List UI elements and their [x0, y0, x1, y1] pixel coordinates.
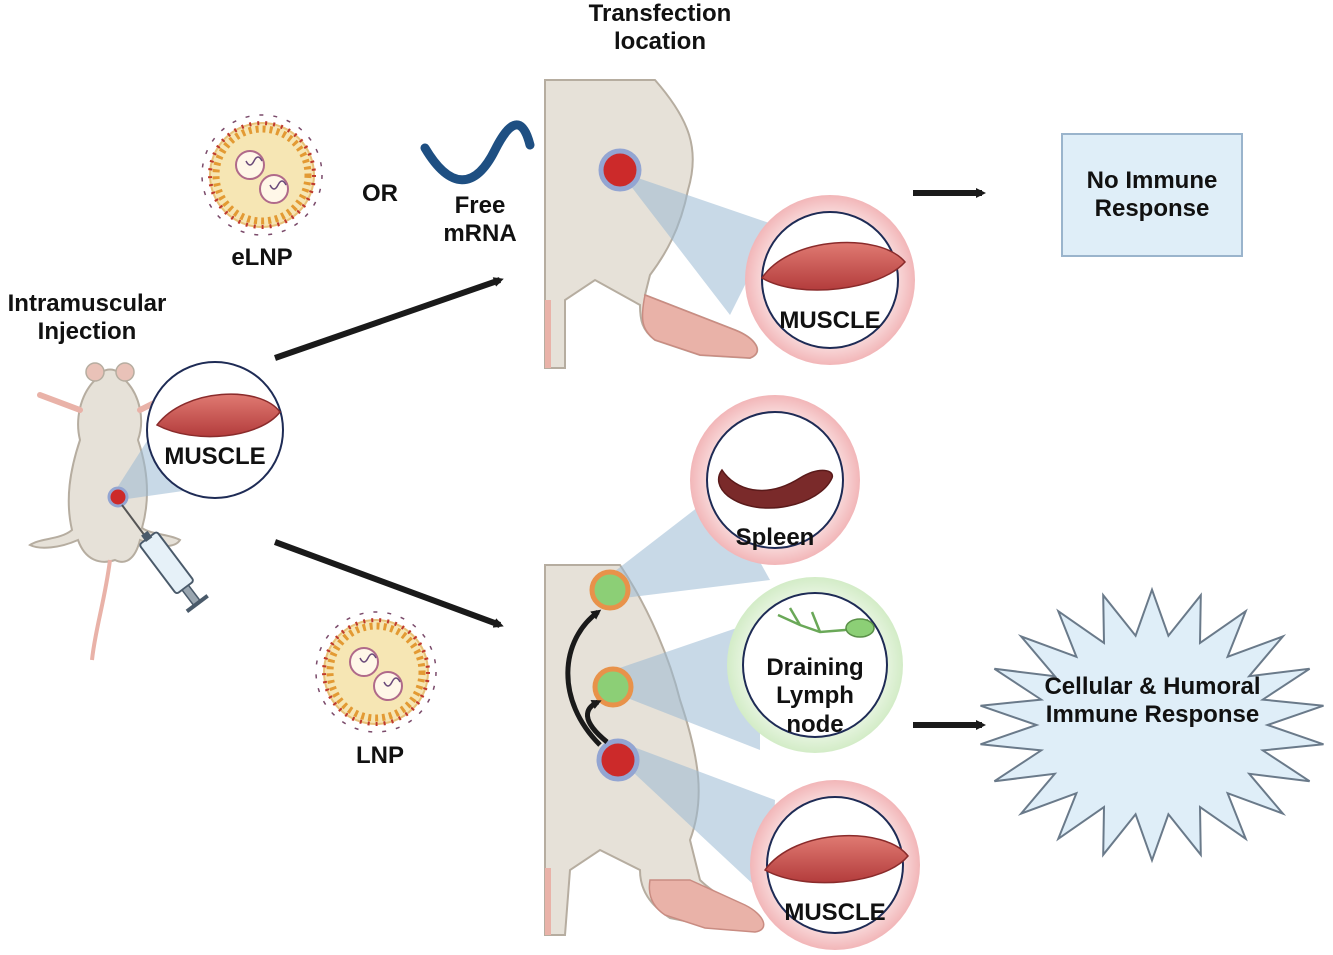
arrow-to-top: [274, 277, 504, 361]
spleen-site: [589, 569, 631, 611]
cellular-humoral-label: Cellular & Humoral Immune Response: [1044, 673, 1261, 729]
injection-site-bottom: [596, 738, 640, 782]
mrna-wave-icon: [420, 120, 535, 185]
no-immune-response-label: No Immune Response: [1086, 166, 1218, 222]
injection-site-left: [107, 486, 129, 508]
muscle-label-left: MUSCLE: [164, 443, 266, 470]
intramuscular-injection-label: Intramuscular Injection: [7, 290, 167, 346]
immune-response-burst: [980, 586, 1324, 864]
magnify-cone-muscle: [615, 740, 775, 900]
lnp-label: LNP: [356, 742, 404, 769]
muscle-circle-bottom: [750, 780, 920, 950]
muscle-circle-left: [146, 361, 284, 499]
muscle-circle-top: [745, 195, 915, 365]
lymph-circle: [727, 577, 903, 753]
or-label: OR: [362, 180, 398, 207]
free-mrna-label: Free mRNA: [443, 192, 517, 248]
injection-site-top: [598, 148, 642, 192]
magnify-cone-lymph: [608, 620, 760, 750]
lnp-particle: [316, 612, 436, 732]
muscle-label-top: MUSCLE: [779, 307, 881, 334]
mouse-hindquarter-bottom: [544, 564, 765, 936]
transfection-location-label: Transfection location: [588, 0, 732, 56]
draining-lymph-node-label: Draining Lymph node: [766, 654, 864, 738]
spleen-label: Spleen: [735, 524, 815, 551]
muscle-label-bottom: MUSCLE: [784, 899, 886, 926]
lymph-site: [592, 666, 634, 708]
arrow-to-lymph: [585, 699, 609, 744]
arrow-to-bottom: [273, 539, 504, 628]
mouse-hindquarter-top: [544, 79, 759, 369]
magnify-cone-top: [600, 165, 775, 315]
elnp-label: eLNP: [231, 244, 293, 271]
syringe-icon: [121, 504, 209, 613]
spleen-circle: [690, 395, 860, 565]
arrow-to-spleen: [565, 609, 602, 747]
elnp-particle: [202, 115, 322, 235]
no-immune-response-box: [1061, 133, 1243, 257]
